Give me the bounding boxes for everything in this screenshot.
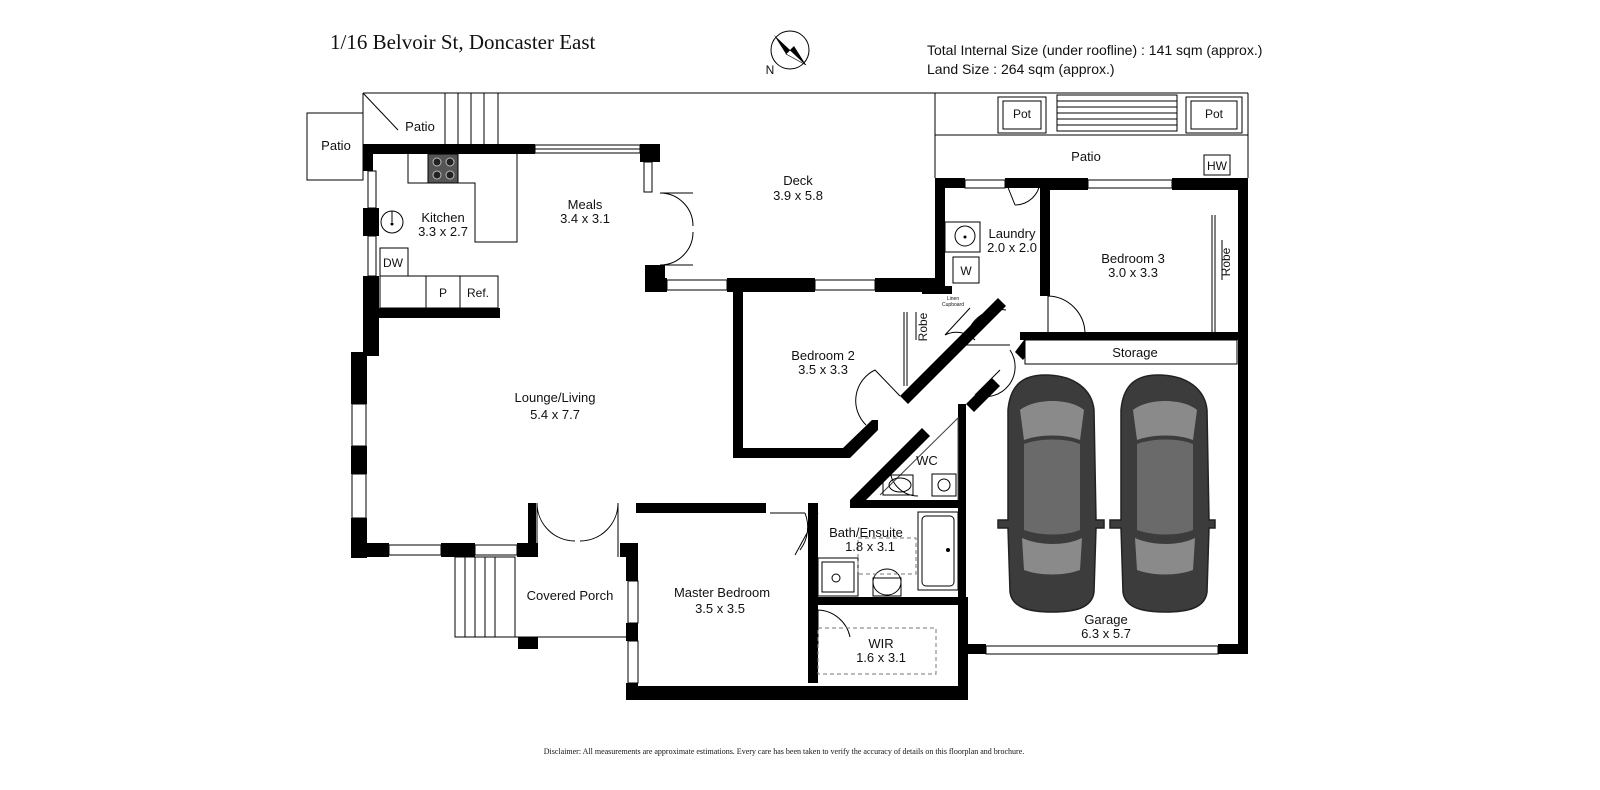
- planter-steps: [1056, 94, 1178, 132]
- robe-bedroom3: [1211, 215, 1223, 334]
- deck-outline: [362, 92, 1249, 178]
- property-address: 1/16 Belvoir St, Doncaster East: [330, 30, 596, 54]
- wc-fixtures: [879, 416, 959, 500]
- toilet-icon: [882, 474, 914, 496]
- bath-size: 1.8 x 3.1: [845, 539, 895, 554]
- kitchen-name: Kitchen: [421, 210, 464, 225]
- bath-name: Bath/Ensuite: [829, 525, 903, 540]
- car-right-icon: [1109, 374, 1216, 613]
- wir-size: 1.6 x 3.1: [856, 650, 906, 665]
- porch-steps: [454, 556, 626, 638]
- bedroom2-size: 3.5 x 3.3: [798, 362, 848, 377]
- land-size-text: Land Size : 264 sqm (approx.): [927, 61, 1115, 77]
- robe-bedroom2: [903, 312, 917, 386]
- deck-steps: [444, 92, 499, 146]
- garage-name: Garage: [1084, 612, 1127, 627]
- master-name: Master Bedroom: [674, 585, 770, 600]
- patio-north-label: Patio: [405, 119, 435, 134]
- wc-label: WC: [916, 453, 938, 468]
- pot-left-label: Pot: [1013, 107, 1032, 121]
- robe-bedroom2-label: Robe: [916, 312, 930, 341]
- pot-right-box: [1185, 96, 1243, 134]
- dishwasher-label: DW: [383, 256, 404, 270]
- hot-water-box: [1203, 154, 1231, 176]
- bedroom3-size: 3.0 x 3.3: [1108, 265, 1158, 280]
- kitchen-size: 3.3 x 2.7: [418, 224, 468, 239]
- windows: [351, 144, 1238, 684]
- car-left-icon: [997, 374, 1105, 613]
- lounge-size: 5.4 x 7.7: [530, 407, 580, 422]
- kitchen-benches: [379, 154, 518, 309]
- internal-size-text: Total Internal Size (under roofline) : 1…: [927, 42, 1262, 58]
- laundry-tub-icon: [944, 221, 981, 253]
- robe-bedroom3-label: Robe: [1219, 247, 1233, 276]
- pot-right-inner: [1190, 100, 1238, 130]
- bedroom2-name: Bedroom 2: [791, 348, 855, 363]
- pot-left-inner: [1002, 100, 1042, 130]
- compass-icon: [770, 30, 810, 70]
- compass-north-label: N: [766, 63, 775, 77]
- patio-west-label: Patio: [321, 138, 351, 153]
- porch-label: Covered Porch: [527, 588, 614, 603]
- pot-right-label: Pot: [1205, 107, 1224, 121]
- laundry-size: 2.0 x 2.0: [987, 240, 1037, 255]
- lounge-name: Lounge/Living: [515, 390, 596, 405]
- washer-box: [952, 256, 980, 284]
- washer-label: W: [960, 264, 972, 278]
- fridge-label: Ref.: [467, 286, 489, 300]
- patio-east-label: Patio: [1071, 149, 1101, 164]
- pot-left-box: [997, 96, 1047, 134]
- disclaimer-text: Disclaimer: All measurements are approxi…: [544, 747, 1025, 756]
- deck-size: 3.9 x 5.8: [773, 188, 823, 203]
- linen-label: Linen: [947, 296, 959, 302]
- garage-size: 6.3 x 5.7: [1081, 626, 1131, 641]
- pantry-label: P: [439, 286, 447, 300]
- kitchen-sink-icon: [380, 210, 404, 234]
- storage-label: Storage: [1112, 345, 1158, 360]
- wir-name: WIR: [868, 636, 893, 651]
- doors: [536, 179, 1086, 645]
- bedroom3-name: Bedroom 3: [1101, 251, 1165, 266]
- bath-fixtures: [817, 511, 959, 597]
- hot-water-label: HW: [1207, 159, 1228, 173]
- laundry-name: Laundry: [989, 226, 1036, 241]
- meals-name: Meals: [568, 197, 603, 212]
- deck-name: Deck: [783, 173, 813, 188]
- meals-size: 3.4 x 3.1: [560, 211, 610, 226]
- wir-shelving: [817, 627, 937, 675]
- cupboard-label: Cupboard: [942, 302, 964, 308]
- master-size: 3.5 x 3.5: [695, 601, 745, 616]
- cooktop-icon: [427, 153, 459, 184]
